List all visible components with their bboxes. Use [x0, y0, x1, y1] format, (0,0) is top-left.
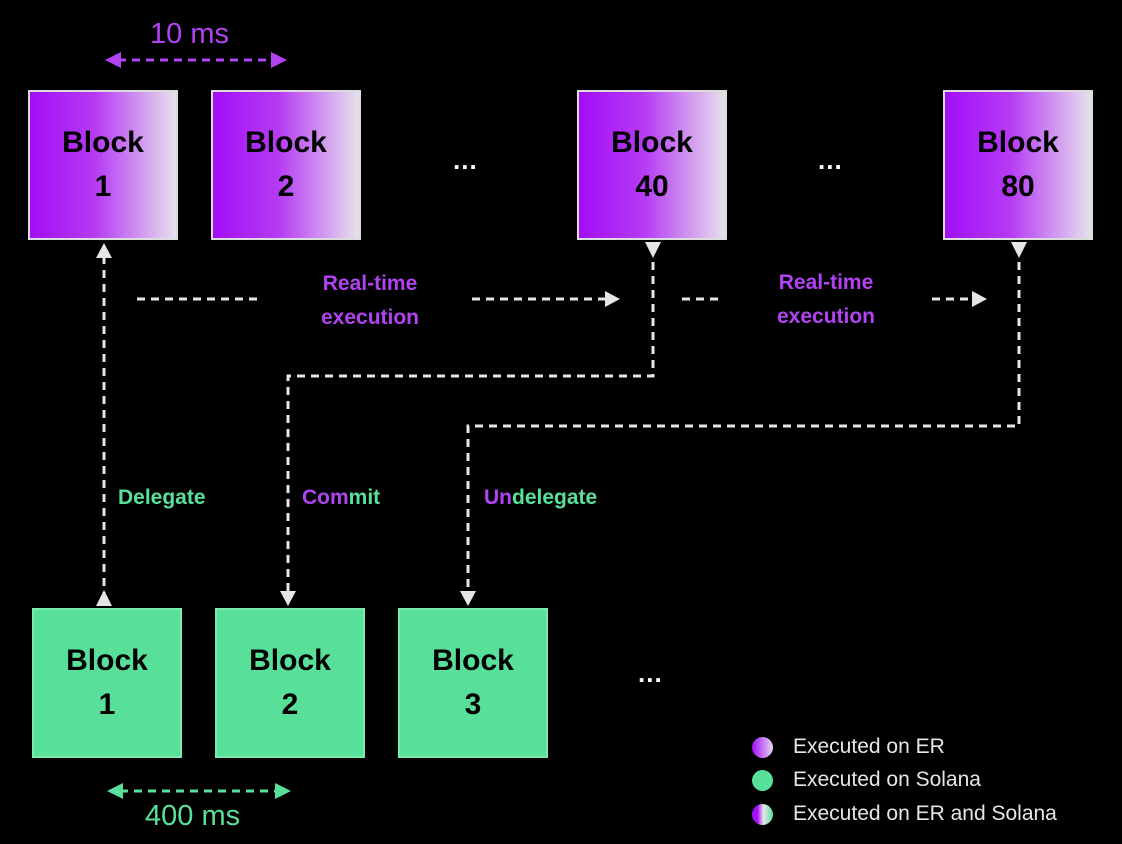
commit-arrowhead — [280, 591, 296, 606]
legend-executed-on-both: Executed on ER and Solana — [752, 802, 1057, 826]
undelegate-label: Undelegate — [484, 481, 597, 515]
legend-executed-on-er: Executed on ER — [752, 735, 945, 759]
realtime-arrowhead-2 — [972, 291, 987, 307]
realtime-line1: Real-time — [322, 272, 418, 295]
block-number: 3 — [464, 688, 482, 721]
realtime-arrowhead-1 — [605, 291, 620, 307]
solana-block-time: 400 ms — [145, 800, 241, 832]
commit-line — [286, 262, 655, 592]
block-title: Block — [611, 126, 693, 159]
er-block-2: Block 2 — [211, 90, 361, 240]
legend-both-dot — [752, 803, 773, 825]
legend-er-dot — [752, 736, 773, 758]
legend-solana-dot — [752, 769, 773, 791]
legend-executed-on-solana: Executed on Solana — [752, 768, 981, 792]
block-number: 1 — [98, 688, 116, 721]
undelegate-source-marker — [1011, 242, 1027, 258]
delegate-label: Delegate — [118, 486, 206, 509]
legend-both-label: Executed on ER and Solana — [793, 802, 1057, 825]
commit-label-er-part: Com — [302, 486, 349, 509]
realtime-execution-label-2: Real-time execution — [756, 266, 896, 334]
er-timing-arrowhead-left — [105, 52, 121, 68]
block-number: 1 — [94, 170, 112, 203]
block-title: Block — [432, 644, 514, 677]
block-title: Block — [977, 126, 1059, 159]
er-ellipsis-2: ... — [818, 145, 843, 175]
block-number: 2 — [281, 688, 299, 721]
solana-timing-arrowhead-left — [107, 783, 123, 799]
realtime-execution-label-1: Real-time execution — [300, 267, 440, 335]
undelegate-label-solana-part: delegate — [512, 486, 598, 509]
undelegate-label-er-part: Un — [484, 486, 512, 509]
er-ellipsis-1: ... — [453, 145, 478, 175]
commit-label-solana-part: mit — [348, 486, 381, 509]
er-block-40: Block 40 — [577, 90, 727, 240]
legend-er-label: Executed on ER — [793, 735, 945, 758]
er-block-time: 10 ms — [150, 18, 229, 50]
solana-timing-arrowhead-right — [275, 783, 291, 799]
delegate-base-arrowhead — [96, 590, 112, 606]
er-timing-arrowhead-right — [271, 52, 287, 68]
block-title: Block — [62, 126, 144, 159]
er-block-1: Block 1 — [28, 90, 178, 240]
undelegate-line — [466, 262, 1021, 592]
block-title: Block — [66, 644, 148, 677]
delegate-arrowhead — [96, 243, 112, 258]
commit-source-marker — [645, 242, 661, 258]
block-number: 40 — [635, 170, 669, 203]
commit-label: Commit — [302, 481, 380, 515]
block-title: Block — [245, 126, 327, 159]
realtime-line1: Real-time — [778, 271, 874, 294]
block-title: Block — [249, 644, 331, 677]
undelegate-arrowhead — [460, 591, 476, 606]
solana-block-1: Block 1 — [32, 608, 182, 758]
solana-ellipsis: ... — [638, 658, 663, 688]
realtime-line2: execution — [776, 305, 876, 328]
solana-block-3: Block 3 — [398, 608, 548, 758]
block-number: 2 — [277, 170, 295, 203]
er-block-80: Block 80 — [943, 90, 1093, 240]
solana-block-2: Block 2 — [215, 608, 365, 758]
realtime-line2: execution — [320, 306, 420, 329]
block-number: 80 — [1001, 170, 1035, 203]
legend-solana-label: Executed on Solana — [793, 768, 981, 791]
